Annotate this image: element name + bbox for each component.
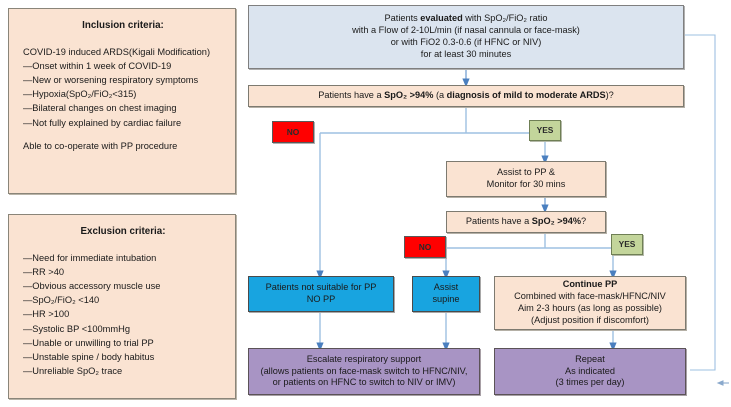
- inclusion-criteria-title: Inclusion criteria:: [82, 20, 164, 31]
- decision1-a: Patients have a: [318, 90, 385, 101]
- inclusion-line-3: —Hypoxia(SpO₂/FiO₂<315): [23, 89, 137, 100]
- evaluate-line-1-c: with SpO₂/FiO₂ ratio: [462, 13, 548, 24]
- evaluate-line-1-bold: evaluated: [420, 13, 463, 24]
- exclusion-line-3: —SpO₂/FiO₂ <140: [23, 295, 100, 306]
- node-assist-supine: Assist supine: [412, 276, 480, 312]
- inclusion-line-5: —Not fully explained by cardiac failure: [23, 117, 182, 128]
- inclusion-line-4: —Bilateral changes on chest imaging: [23, 103, 177, 114]
- continue-pp-line-4: (Adjust position if discomfort): [531, 314, 649, 325]
- escalate-line-3: or patients on HFNC to switch to NIV or …: [272, 377, 456, 388]
- decision1-c: (a: [433, 90, 447, 101]
- node-patients-evaluated: Patients evaluated with SpO₂/FiO₂ ratio …: [248, 5, 684, 69]
- repeat-line-3: (3 times per day): [555, 377, 625, 388]
- escalate-line-1: Escalate respiratory support: [306, 353, 422, 364]
- exclusion-line-1: —RR >40: [23, 267, 65, 278]
- assist-supine-line-2: supine: [432, 294, 460, 304]
- exclusion-line-6: —Unable or unwilling to trial PP: [23, 337, 154, 348]
- continue-pp-line-2: Combined with face-mask/HFNC/NIV: [514, 291, 666, 302]
- exclusion-line-2: —Obvious accessory muscle use: [23, 281, 161, 292]
- exclusion-criteria-title: Exclusion criteria:: [80, 226, 166, 237]
- exclusion-line-5: —Systolic BP <100mmHg: [23, 323, 131, 334]
- escalate-line-2: (allows patients on face-mask switch to …: [260, 365, 468, 376]
- inclusion-footer: Able to co-operate with PP procedure: [23, 140, 178, 151]
- exclusion-line-7: —Unstable spine / body habitus: [23, 351, 155, 362]
- exclusion-criteria-panel: Exclusion criteria: —Need for immediate …: [8, 214, 236, 399]
- inclusion-line-1: —Onset within 1 week of COVID-19: [23, 61, 172, 72]
- decision2-b: SpO₂ >94%: [531, 216, 582, 227]
- node-escalate-respiratory-support: Escalate respiratory support (allows pat…: [248, 348, 480, 395]
- repeat-line-2: As indicated: [564, 365, 616, 376]
- inclusion-line-0: COVID-19 induced ARDS(Kigali Modificatio…: [23, 46, 211, 57]
- decision2-text: Patients have a SpO₂ >94%?: [466, 216, 586, 228]
- decision2-c: ?: [581, 216, 587, 227]
- node-decision-spo2-after-pp: Patients have a SpO₂ >94%?: [446, 211, 606, 233]
- exclusion-line-8: —Unreliable SpO₂ trace: [23, 365, 123, 376]
- evaluate-line-3: or with FiO2 0.3-0.6 (if HFNC or NIV): [390, 37, 542, 47]
- label-no-2-text: NO: [418, 241, 432, 252]
- label-yes-1: YES: [529, 120, 561, 141]
- exclusion-line-0: —Need for immediate intubation: [23, 252, 157, 263]
- evaluate-line-1: Patients evaluated with SpO₂/FiO₂ ratio: [385, 13, 548, 25]
- inclusion-line-2: —New or worsening respiratory symptoms: [23, 75, 199, 86]
- decision2-a: Patients have a: [465, 216, 532, 227]
- node-assist-to-pp: Assist to PP & Monitor for 30 mins: [446, 161, 606, 197]
- continue-pp-line-3: Aim 2-3 hours (as long as possible): [517, 303, 662, 313]
- exclusion-line-4: —HR >100: [23, 309, 70, 320]
- assist-pp-line-2: Monitor for 30 mins: [486, 179, 566, 189]
- label-yes-2: YES: [611, 234, 643, 255]
- evaluate-line-1-a: Patients: [384, 13, 421, 24]
- decision1-text: Patients have a SpO₂ >94% (a diagnosis o…: [318, 90, 614, 102]
- label-no-2: NO: [404, 236, 446, 258]
- decision1-b: SpO₂ >94%: [384, 90, 434, 101]
- evaluate-line-4: for at least 30 minutes: [420, 48, 512, 59]
- not-suitable-line-1: Patients not suitable for PP: [265, 282, 377, 293]
- not-suitable-line-2: NO PP: [306, 294, 336, 304]
- label-no-1: NO: [272, 121, 314, 143]
- decision1-e: )?: [605, 90, 614, 101]
- label-yes-2-text: YES: [618, 239, 636, 250]
- label-no-1-text: NO: [286, 126, 300, 137]
- evaluate-line-2: with a Flow of 2-10L/min (if nasal cannu…: [352, 25, 580, 36]
- node-repeat: Repeat As indicated (3 times per day): [494, 348, 686, 395]
- node-continue-pp: Continue PP Combined with face-mask/HFNC…: [494, 276, 686, 330]
- assist-supine-line-1: Assist: [433, 282, 459, 293]
- decision1-d: diagnosis of mild to moderate ARDS: [446, 90, 606, 101]
- inclusion-criteria-panel: Inclusion criteria: COVID-19 induced ARD…: [8, 8, 236, 194]
- continue-pp-title: Continue PP: [562, 279, 618, 290]
- assist-pp-line-1: Assist to PP &: [496, 167, 556, 178]
- node-not-suitable-for-pp: Patients not suitable for PP NO PP: [248, 276, 394, 312]
- label-yes-1-text: YES: [536, 125, 554, 136]
- repeat-line-1: Repeat: [575, 353, 605, 364]
- node-decision-spo2-mild-moderate: Patients have a SpO₂ >94% (a diagnosis o…: [248, 85, 684, 107]
